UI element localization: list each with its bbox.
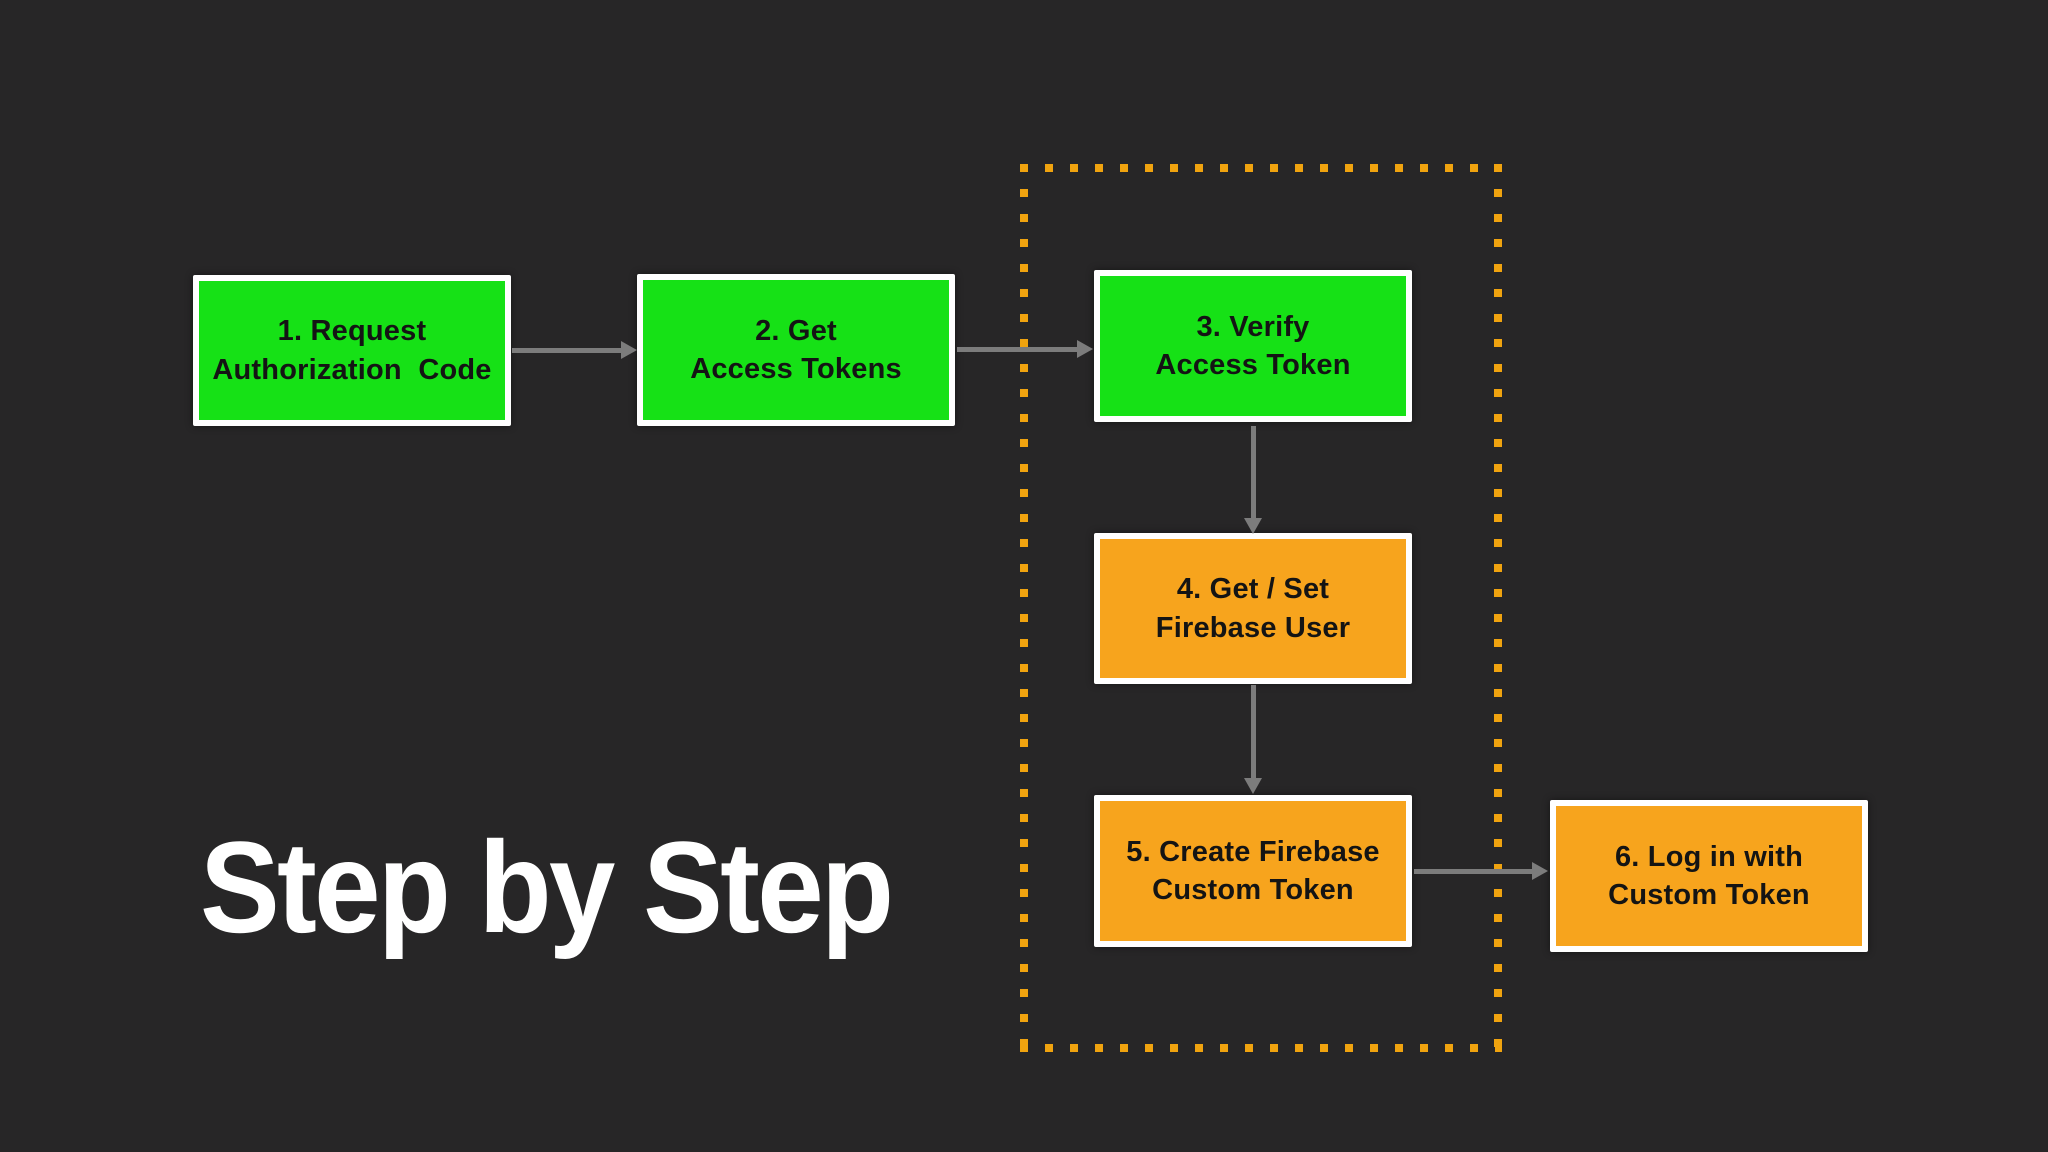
- page-title: Step by Step: [200, 814, 894, 960]
- step-2-label: 2. Get Access Tokens: [690, 314, 902, 385]
- arrow-head-icon: [1532, 862, 1548, 880]
- arrow-head-icon: [1244, 778, 1262, 794]
- step-6-box: 6. Log in with Custom Token: [1550, 800, 1868, 952]
- arrow-head-icon: [1077, 340, 1093, 358]
- step-5-box: 5. Create Firebase Custom Token: [1094, 795, 1412, 947]
- arrow-shaft: [1251, 685, 1256, 779]
- arrow-shaft: [1251, 426, 1256, 519]
- step-2-box: 2. Get Access Tokens: [637, 274, 955, 426]
- step-4-box: 4. Get / Set Firebase User: [1094, 533, 1412, 684]
- arrow-head-icon: [621, 341, 637, 359]
- step-1-label: 1. Request Authorization Code: [212, 315, 492, 386]
- step-1-box: 1. Request Authorization Code: [193, 275, 511, 426]
- arrow-head-icon: [1244, 518, 1262, 534]
- arrow-shaft: [512, 348, 622, 353]
- step-5-label: 5. Create Firebase Custom Token: [1126, 835, 1380, 906]
- step-3-box: 3. Verify Access Token: [1094, 270, 1412, 422]
- step-6-label: 6. Log in with Custom Token: [1608, 840, 1810, 911]
- step-4-label: 4. Get / Set Firebase User: [1155, 573, 1351, 644]
- arrow-shaft: [1414, 869, 1533, 874]
- step-3-label: 3. Verify Access Token: [1155, 310, 1351, 381]
- arrow-shaft: [957, 347, 1078, 352]
